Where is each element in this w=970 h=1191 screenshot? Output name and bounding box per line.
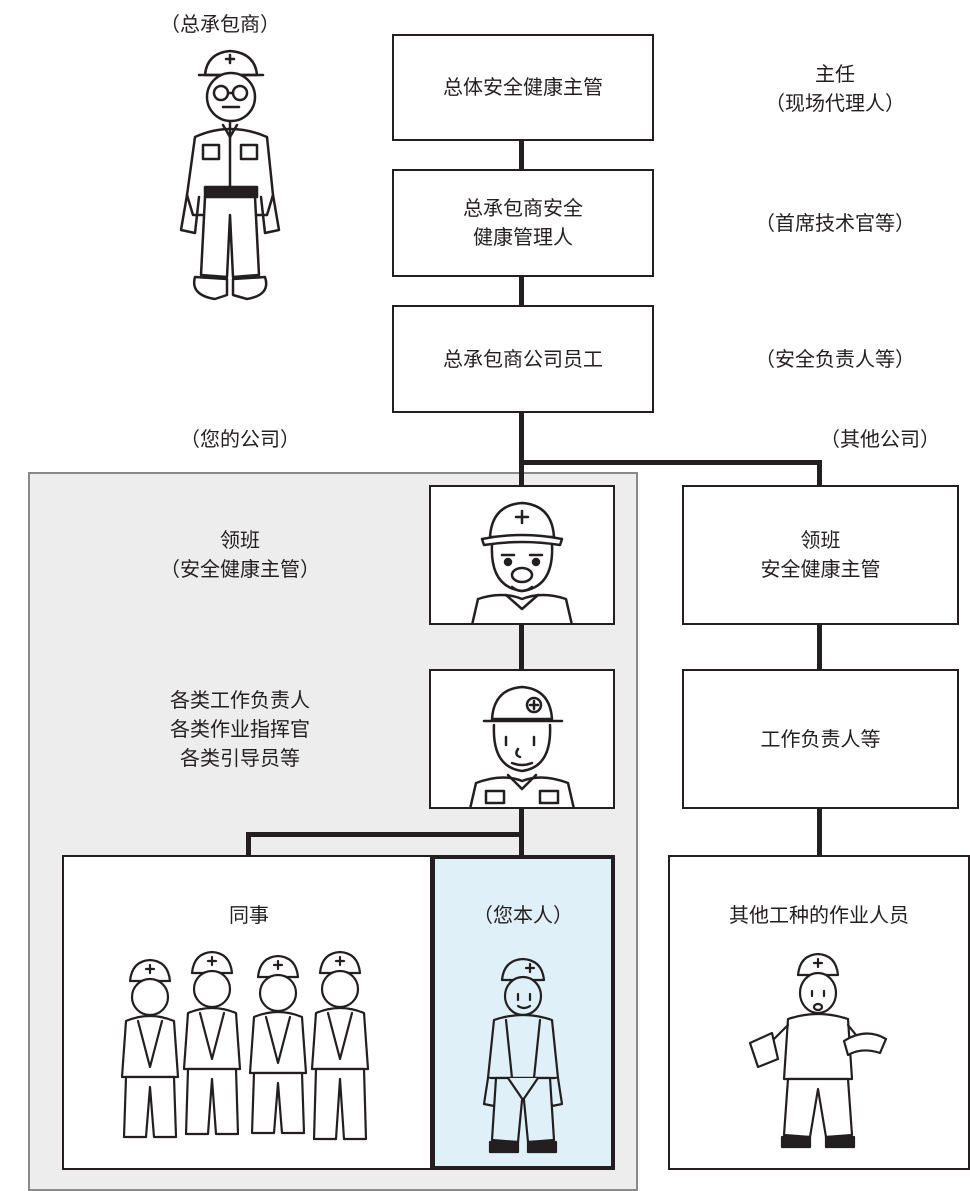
you-label: （您本人）: [473, 903, 573, 927]
other-company-label: （其他公司）: [820, 427, 940, 451]
other-foreman-text: 领班 安全健康主管: [760, 528, 881, 581]
coworkers-box: 同事: [62, 855, 432, 1170]
site-manager-side-label: 主任 （现场代理人）: [765, 62, 905, 115]
other-workers-box: 其他工种的作业人员: [668, 855, 970, 1170]
contractor-staff-text: 总承包商公司员工: [443, 346, 603, 371]
general-contractor-label: （总承包商）: [160, 12, 280, 36]
worker-standing-icon: [175, 45, 285, 310]
contractor-safety-manager-text: 总承包商安全 健康管理人: [463, 196, 583, 249]
own-leaders-portrait-frame: [429, 669, 615, 809]
contractor-safety-manager-box: 总承包商安全 健康管理人: [392, 169, 654, 277]
connector-foreman-leaders: [519, 624, 524, 670]
you-box: （您本人）: [431, 855, 615, 1170]
worker-group-icon: [120, 950, 370, 1141]
contractor-staff-box: 总承包商公司员工: [392, 305, 654, 413]
connector-other-leader-workers: [817, 808, 822, 856]
worker-reading-icon: [748, 952, 888, 1149]
leader-portrait-icon: [468, 685, 576, 809]
contractor-staff-side-label: （安全负责人等）: [755, 347, 915, 371]
contractor-safety-manager-side-label: （首席技术官等）: [755, 211, 915, 235]
own-foreman-label: 领班 （安全健康主管）: [160, 528, 320, 581]
own-leaders-label: 各类工作负责人 各类作业指挥官 各类引导员等: [170, 688, 310, 770]
connector-coworkers-horizontal: [246, 832, 524, 837]
other-leader-box: 工作负责人等: [682, 669, 959, 809]
connector-top-manager: [519, 140, 524, 170]
other-leader-text: 工作负责人等: [760, 726, 881, 751]
worker-harness-icon: [482, 957, 564, 1154]
connector-staff-branch: [519, 412, 524, 486]
site-manager-text: 总体安全健康主管: [443, 75, 603, 99]
connector-coworkers-down: [246, 832, 251, 856]
site-manager-box: 总体安全健康主管: [392, 34, 654, 141]
coworkers-label: 同事: [229, 903, 269, 927]
connector-branch-horizontal: [519, 460, 822, 465]
own-foreman-portrait-frame: [429, 485, 615, 625]
connector-other-foreman-leader: [817, 624, 822, 670]
foreman-portrait-icon: [470, 501, 574, 625]
your-company-label: （您的公司）: [180, 427, 300, 451]
connector-manager-staff: [519, 276, 524, 306]
connector-branch-right-down: [817, 460, 822, 486]
other-workers-label: 其他工种的作业人员: [729, 903, 909, 927]
other-foreman-box: 领班 安全健康主管: [682, 485, 959, 625]
